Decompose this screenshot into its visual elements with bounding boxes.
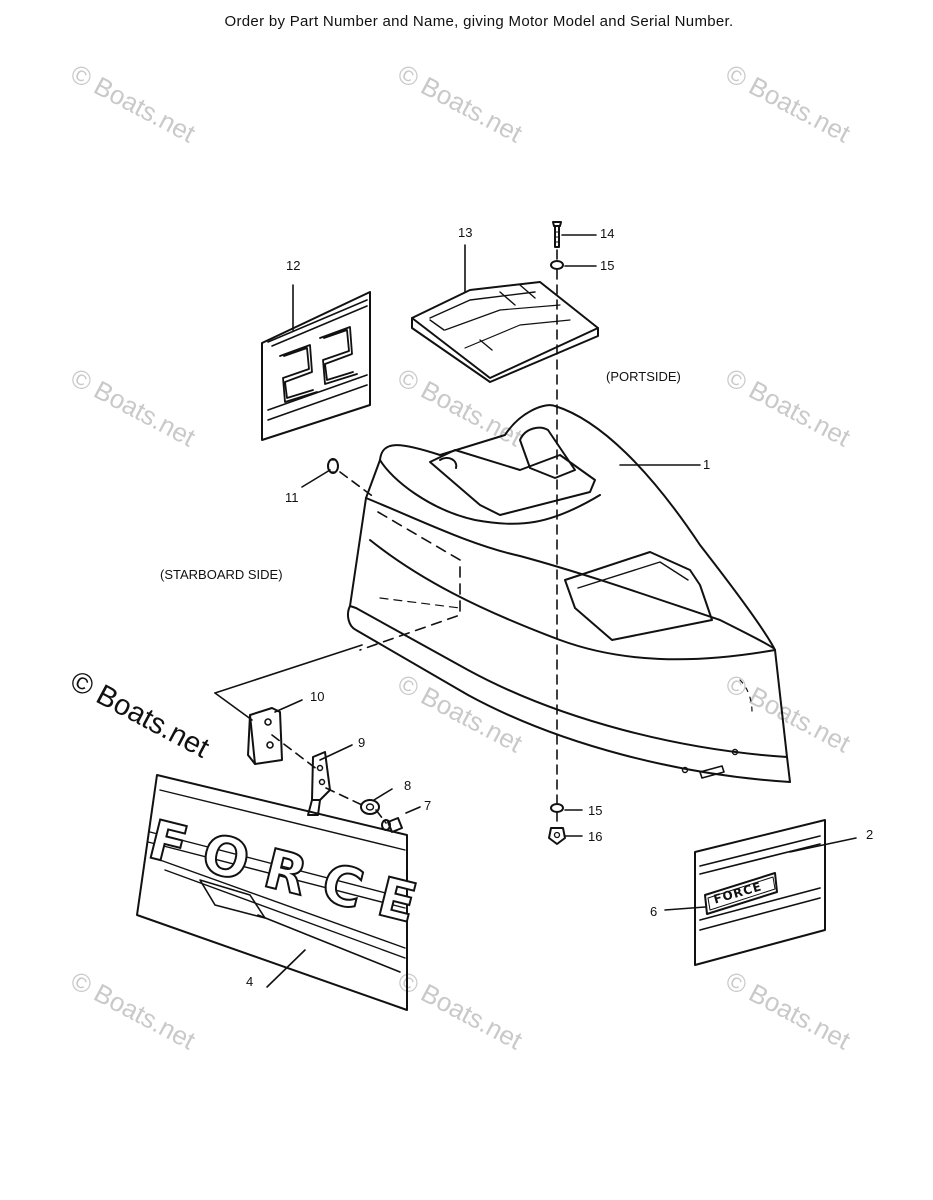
bolt-part-14 [552,221,562,248]
callout-15-top: 15 [600,258,615,273]
callout-8: 8 [404,778,412,793]
leader-lines [266,234,857,988]
callout-2: 2 [866,827,874,842]
callout-12: 12 [286,258,301,273]
callout-14: 14 [600,226,615,241]
callout-13: 13 [458,225,473,240]
callout-16: 16 [588,829,603,844]
washer-part-15-top [550,260,564,270]
decal-part-2 [694,819,826,966]
callout-10: 10 [310,689,325,704]
screw-part-7 [381,817,403,833]
assembly-lines [271,249,558,827]
callout-6: 6 [650,904,658,919]
cover-plate-part-13 [411,281,599,383]
screw-part-11 [327,458,339,474]
callout-7: 7 [424,798,432,813]
order-instruction: Order by Part Number and Name, giving Mo… [224,13,734,30]
bracket-part-10 [247,707,283,765]
nut-part-16 [548,827,566,845]
callout-4: 4 [246,974,254,989]
portside-label: (PORTSIDE) [606,369,681,384]
starboard-side-label: (STARBOARD SIDE) [160,567,283,582]
decal-part-4 [136,774,408,1011]
decal-part-12 [261,291,371,441]
callout-11: 11 [285,490,299,505]
nut-part-8 [360,799,380,815]
washer-part-15-bottom [550,803,564,813]
top-cowl-part-1 [347,404,791,783]
bracket-part-9 [307,751,331,816]
callout-1: 1 [703,457,711,472]
callout-9: 9 [358,735,366,750]
callout-15-bottom: 15 [588,803,603,818]
